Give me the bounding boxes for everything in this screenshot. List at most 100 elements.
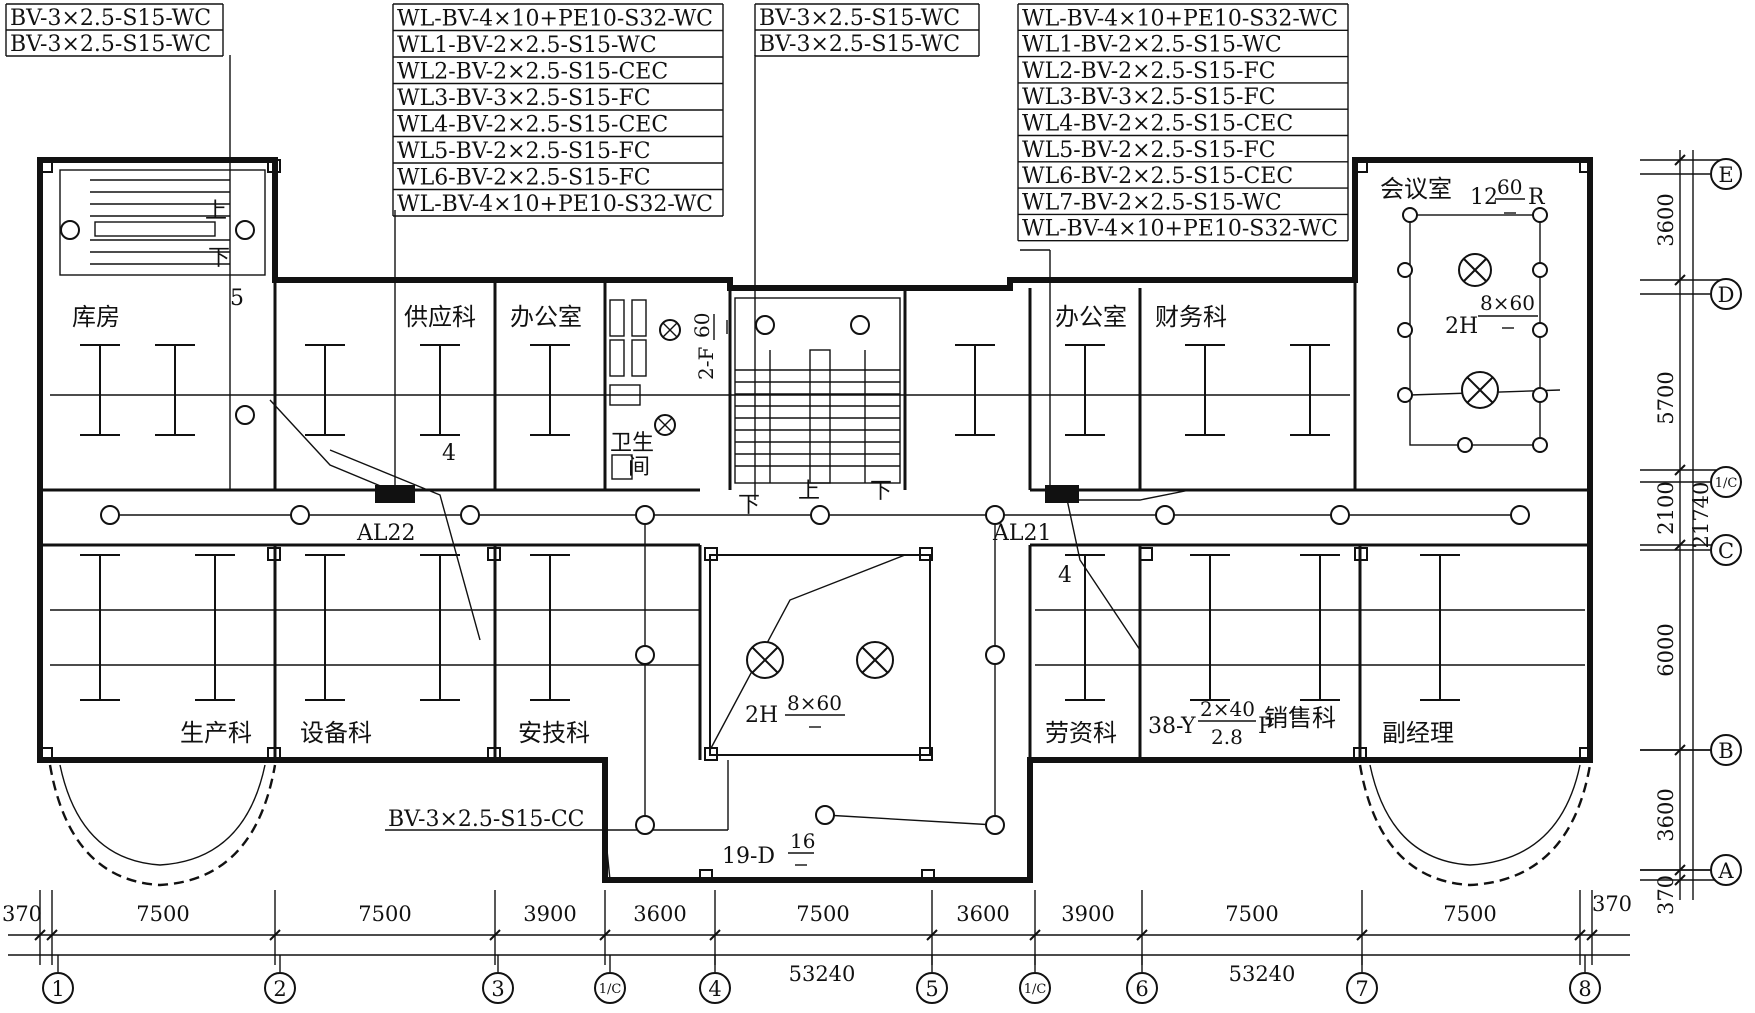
dim-bottom-segment: 3900 — [1061, 902, 1114, 926]
dim-right-segment: 3600 — [1654, 788, 1678, 841]
annotations: AL22 AL21 上 下 5 下 上 下 4 4 12 60 R 2H 8×6… — [205, 175, 1546, 869]
center-line: BV-3×2.5-S15-WC — [759, 32, 960, 57]
room-office-left: 办公室 — [510, 303, 582, 331]
center_left-line: WL-BV-4×10+PE10-S32-WC — [397, 7, 713, 32]
right-line: WL2-BV-2×2.5-S15-FC — [1022, 59, 1276, 84]
axis-column-label: 1/C — [1024, 982, 1047, 997]
room-storage: 库房 — [72, 303, 120, 331]
center_left-line: WL5-BV-2×2.5-S15-FC — [397, 139, 651, 164]
lamp-19d-watt: 16 — [790, 829, 815, 853]
axis-row-label: A — [1717, 859, 1734, 883]
room-production: 生产科 — [180, 719, 252, 747]
dim-bottom-segment: 3600 — [633, 902, 686, 926]
toilet-lamp-tag: 2-F 60 — [690, 313, 728, 380]
right-line: WL4-BV-2×2.5-S15-CEC — [1022, 112, 1293, 137]
room-toilet: 卫生间 — [610, 431, 654, 480]
left-line: BV-3×2.5-S15-WC — [10, 32, 211, 57]
axis-column-label: 3 — [491, 977, 504, 1001]
panel-al22 — [375, 485, 415, 503]
room-finance: 财务科 — [1155, 303, 1227, 331]
axis-row-label: E — [1718, 163, 1733, 187]
right-line: WL3-BV-3×2.5-S15-FC — [1022, 85, 1276, 110]
stair-left-up: 上 — [205, 199, 227, 224]
room-deputy-manager: 副经理 — [1382, 719, 1454, 747]
right-line: WL-BV-4×10+PE10-S32-WC — [1022, 6, 1338, 31]
right-line: WL-BV-4×10+PE10-S32-WC — [1022, 217, 1338, 242]
axis-column-label: 2 — [273, 977, 286, 1001]
axis-row-label: 1/C — [1715, 476, 1738, 491]
stair-left — [59, 169, 266, 276]
lamp-38y-suffix: P — [1258, 714, 1273, 739]
right-line: WL1-BV-2×2.5-S15-WC — [1022, 33, 1282, 58]
stair-center-down-2: 下 — [870, 479, 892, 504]
dim-bottom-segment: 370 — [1592, 892, 1632, 916]
building-walls — [37, 157, 1593, 887]
dim-bottom-segment: 7500 — [796, 902, 849, 926]
panel-al21 — [1045, 485, 1079, 503]
axis-column-label: 5 — [925, 977, 938, 1001]
axis-column-label: 6 — [1135, 977, 1148, 1001]
svg-text:2-F: 2-F — [694, 347, 718, 380]
panel-al22-label: AL22 — [356, 521, 416, 546]
cross-lamp-icons — [654, 253, 1499, 679]
axis-column-label: 1/C — [599, 982, 622, 997]
center_left-line: WL1-BV-2×2.5-S15-WC — [397, 33, 657, 58]
center_left-line: WL2-BV-2×2.5-S15-CEC — [397, 60, 668, 85]
center_left-line: WL-BV-4×10+PE10-S32-WC — [397, 192, 713, 217]
dim-bottom-segment: 370 — [2, 902, 42, 926]
dim-bottom-segment: 7500 — [1443, 902, 1496, 926]
dim-bottom-segment: 7500 — [1225, 902, 1278, 926]
cable-cc-label: BV-3×2.5-S15-CC — [388, 807, 585, 832]
toilet-fixtures — [609, 299, 647, 480]
dim-right-segment: 2100 — [1654, 481, 1678, 534]
room-labor: 劳资科 — [1045, 719, 1117, 747]
center_left-line: WL4-BV-2×2.5-S15-CEC — [397, 113, 668, 138]
dim-bottom-segment: 7500 — [358, 902, 411, 926]
room-meeting: 会议室 — [1380, 175, 1452, 203]
lamp-38y-num: 2×40 — [1200, 697, 1255, 721]
cable-box-right: WL-BV-4×10+PE10-S32-WCWL1-BV-2×2.5-S15-W… — [1017, 3, 1349, 242]
axis-row-label: D — [1718, 283, 1735, 307]
room-office-right: 办公室 — [1055, 303, 1127, 331]
dim-bottom-segment: 3600 — [956, 902, 1009, 926]
room-equipment: 设备科 — [300, 719, 372, 747]
left-line: BV-3×2.5-S15-WC — [10, 6, 211, 31]
axis-row-label: B — [1718, 739, 1733, 763]
meeting-lamp-suffix: R — [1528, 185, 1546, 210]
dim-bottom-segment: 7500 — [136, 902, 189, 926]
lamp-38y-label: 38-Y — [1148, 714, 1196, 739]
dim-bottom-total: 53240 — [1229, 962, 1296, 986]
stair-center — [734, 297, 901, 484]
panel-al21-label: AL21 — [992, 521, 1052, 546]
axis-column-label: 4 — [708, 977, 721, 1001]
room-sales: 销售科 — [1264, 704, 1336, 732]
wire-count-left: 4 — [442, 441, 456, 466]
stair-left-down: 下 — [208, 246, 230, 271]
svg-text:60: 60 — [690, 313, 714, 338]
room-labels: 库房 供应科 办公室 办公室 财务科 会议室 生产科 设备科 安技科 劳资科 销… — [72, 175, 1454, 747]
center-line: BV-3×2.5-S15-WC — [759, 6, 960, 31]
dim-bottom-total: 53240 — [789, 962, 856, 986]
dim-right-segment: 370 — [1654, 875, 1678, 915]
hall-2h-spec: 8×60 — [787, 691, 842, 715]
hall-2h-label: 2H — [745, 703, 778, 728]
dim-right-segment: 5700 — [1654, 371, 1678, 424]
right-line: WL5-BV-2×2.5-S15-FC — [1022, 138, 1276, 163]
room-safety-tech: 安技科 — [518, 719, 590, 747]
meeting-2h-spec: 8×60 — [1480, 291, 1535, 315]
right-line: WL7-BV-2×2.5-S15-WC — [1022, 190, 1282, 215]
axis-column-label: 1 — [51, 977, 64, 1001]
dim-right-total: 21740 — [1689, 482, 1713, 549]
lamp-19d-label: 19-D — [722, 844, 775, 869]
lamp-38y-den: 2.8 — [1211, 725, 1243, 749]
stair-center-up: 上 — [798, 479, 820, 504]
meeting-2h-label: 2H — [1445, 314, 1478, 339]
room-supply: 供应科 — [404, 303, 476, 331]
